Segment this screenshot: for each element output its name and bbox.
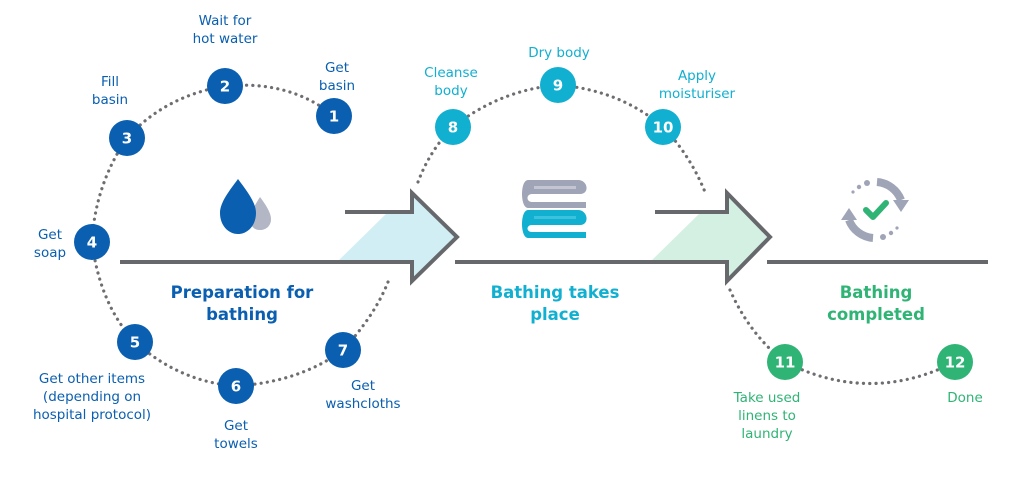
step-circle (109, 120, 145, 156)
step-label-line: body (434, 83, 467, 99)
step-circle (645, 109, 681, 145)
step-label-line: Get other items (39, 371, 145, 387)
step-4: 4 Get soap (34, 224, 110, 261)
dots-arrow-8 (416, 125, 455, 184)
step-label-line: Get (38, 227, 62, 243)
step-label-line: basin (92, 92, 128, 108)
step-label-line: Wait for (199, 13, 252, 29)
dotted-connectors (90, 83, 957, 388)
step-number: 2 (220, 78, 230, 96)
step-number: 7 (338, 342, 348, 360)
step-number: 10 (653, 119, 674, 137)
step-8: 8 Cleanse body (424, 65, 478, 145)
arrow-prep-to-bathing (120, 188, 460, 286)
step-number: 6 (231, 378, 241, 396)
dots-7-arrow (341, 280, 390, 352)
step-circle (207, 68, 243, 104)
step-label-line: Cleanse (424, 65, 478, 81)
step-1: 1 Get basin (316, 60, 355, 134)
step-label: Get soap (34, 227, 66, 261)
phase-titles: Preparation for bathing Bathing takes place… (171, 283, 925, 324)
step-label: Get towels (214, 418, 258, 452)
phase-title-line: Bathing takes (491, 283, 620, 302)
step-circle (937, 344, 973, 380)
phase-title-line: completed (827, 305, 925, 324)
step-label-line: laundry (741, 426, 792, 442)
arrow-bathing-outline (455, 188, 773, 286)
step-label-line: Take used (733, 390, 801, 406)
step-label: Cleanse body (424, 65, 478, 99)
step-label-line: Apply (678, 68, 716, 84)
step-number: 3 (122, 130, 132, 148)
step-label: Apply moisturiser (659, 68, 736, 102)
step-label: Wait for hot water (193, 13, 258, 47)
step-label-line: Fill (101, 74, 119, 90)
step-label-line: Get (351, 378, 375, 394)
step-circle (435, 109, 471, 145)
step-label: Get basin (319, 60, 355, 94)
step-label-line: towels (214, 436, 258, 452)
step-label-line: soap (34, 245, 66, 261)
step-number: 9 (553, 77, 563, 95)
phase-title-line: Bathing (840, 283, 913, 302)
step-3: 3 Fill basin (92, 74, 145, 156)
phase-title-prep: Preparation for bathing (171, 283, 315, 324)
step-label-line: basin (319, 78, 355, 94)
step-label-line: (depending on (43, 389, 141, 405)
step-circle (218, 368, 254, 404)
step-label-line: Get (224, 418, 248, 434)
step-circle (767, 344, 803, 380)
step-9: 9 Dry body (528, 45, 590, 103)
step-number: 4 (87, 234, 97, 252)
step-number: 12 (945, 354, 966, 372)
phase-title-bathing: Bathing takes place (491, 283, 620, 324)
phase-title-line: place (530, 305, 580, 324)
step-label: Get other items (depending on hospital pro… (33, 371, 151, 423)
step-label: Fill basin (92, 74, 128, 108)
refresh-check-icon (841, 178, 909, 242)
step-label-line: washcloths (325, 396, 400, 412)
dots-11-12 (783, 360, 957, 386)
step-label-line: Done (947, 390, 983, 406)
step-circle (316, 98, 352, 134)
phase-title-line: bathing (206, 305, 278, 324)
arrow-prep-fill (337, 193, 457, 281)
step-circle (74, 224, 110, 260)
step-label: Get washcloths (325, 378, 400, 412)
step-label-line: Dry body (528, 45, 590, 61)
step-2: 2 Wait for hot water (193, 13, 258, 104)
step-label-line: hot water (193, 31, 258, 47)
step-label-line: Get (325, 60, 349, 76)
step-circle (325, 332, 361, 368)
phase-title-line: Preparation for (171, 283, 315, 302)
step-label-line: linens to (738, 408, 796, 424)
step-number: 11 (775, 354, 796, 372)
arrow-bathing-to-completed (455, 188, 773, 286)
step-label: Take used linens to laundry (733, 390, 801, 442)
step-label: Dry body (528, 45, 590, 61)
phase-title-completed: Bathing completed (827, 283, 925, 324)
arrow-bathing-fill (650, 193, 770, 281)
arrow-prep-outline (120, 188, 460, 286)
folded-towels-icon (522, 180, 587, 238)
step-circle (540, 67, 576, 103)
step-10: 10 Apply moisturiser (645, 68, 736, 145)
step-number: 1 (329, 108, 339, 126)
step-circle (117, 324, 153, 360)
step-number: 8 (448, 119, 458, 137)
step-label-line: moisturiser (659, 86, 736, 102)
step-label-line: hospital protocol) (33, 407, 151, 423)
step-number: 5 (130, 334, 140, 352)
water-drop-icon (220, 179, 271, 234)
step-label: Done (947, 390, 983, 406)
